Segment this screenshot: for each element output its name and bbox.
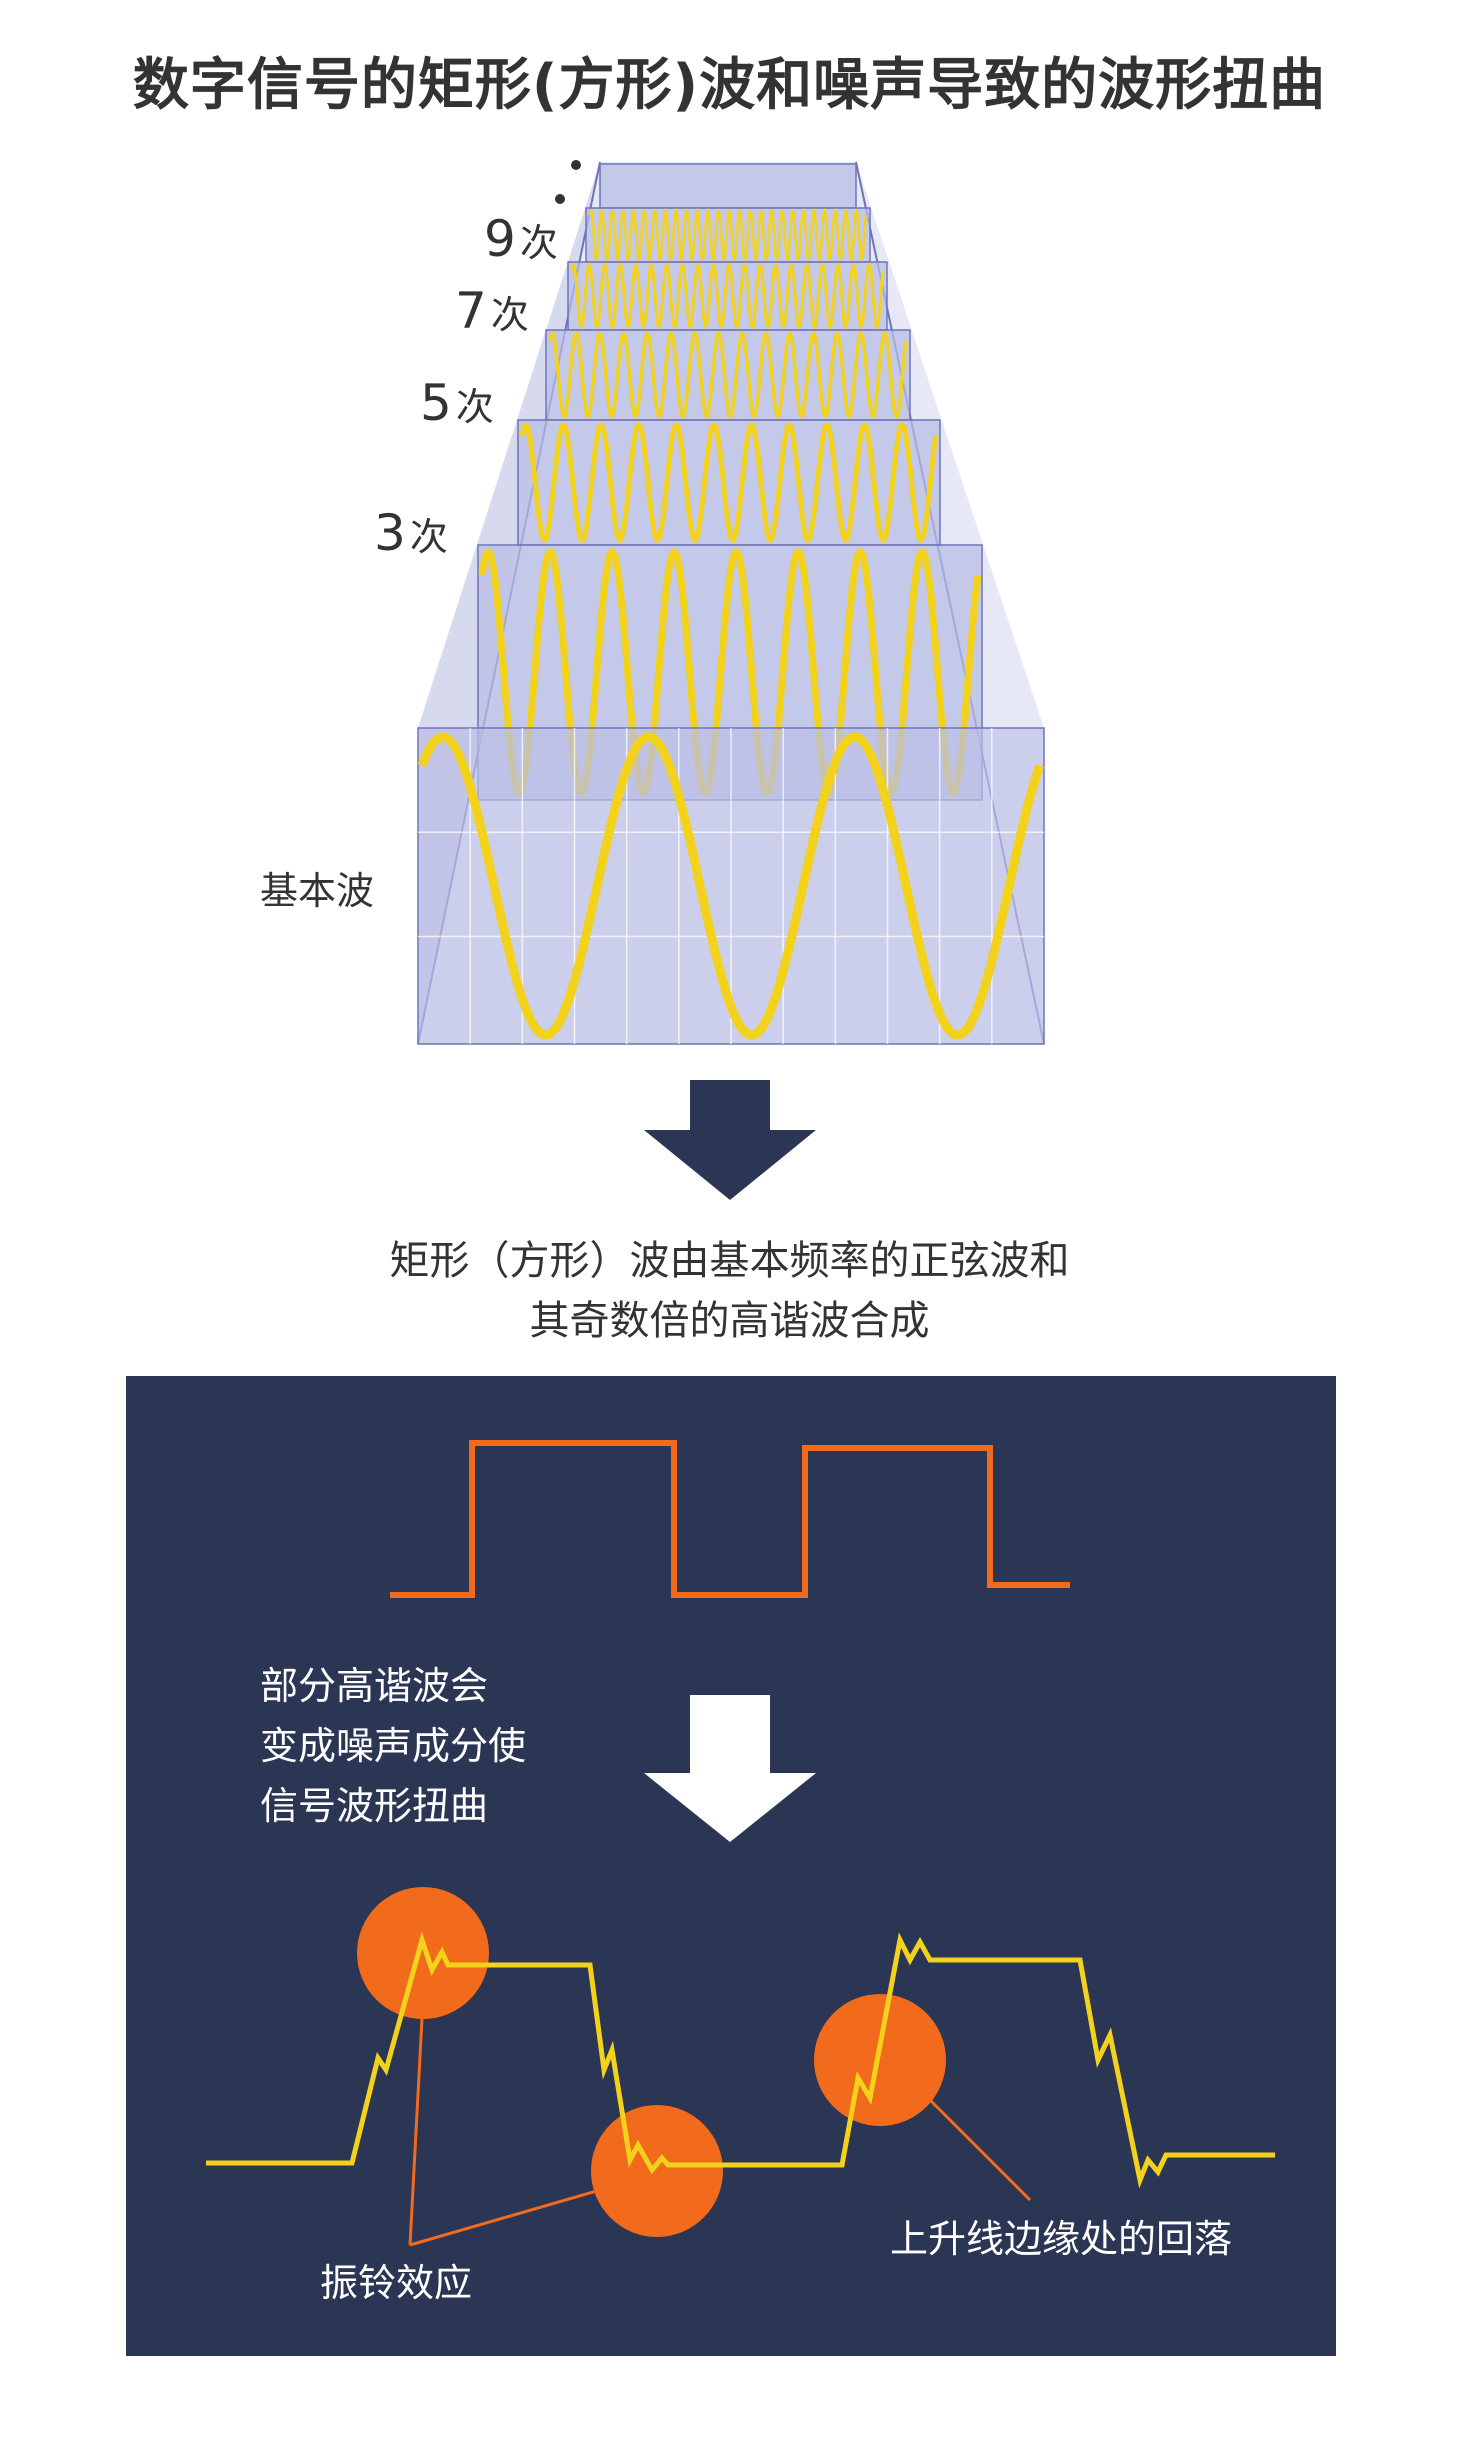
layer-fundamental-sine-wave — [417, 732, 1045, 1040]
harmonic-layers — [417, 163, 1045, 1045]
ringing-leader-1 — [408, 1999, 425, 2246]
arrow-down-dark-icon — [644, 1080, 816, 1200]
ringing-leader-2 — [409, 2188, 601, 2247]
ideal-square-wave — [390, 1440, 1070, 1598]
overshoot-leader — [928, 2098, 1032, 2202]
layer-top-panel — [599, 163, 857, 209]
ellipsis-dot-1 — [571, 160, 581, 170]
panel-text-line-3: 信号波形扭曲 — [260, 1784, 489, 1828]
panel-explanation: 部分高谐波会 变成噪声成分使 信号波形扭曲 — [260, 1656, 526, 1836]
fundamental-label: 基本波 — [260, 869, 375, 913]
overshoot-label: 上升线边缘处的回落 — [890, 2217, 1233, 2261]
layer-harmonic-5-sine-wave — [548, 331, 908, 419]
arrow-down-white-icon — [644, 1695, 816, 1842]
layer-harmonic-7 — [567, 261, 888, 331]
ringing-highlight-top — [357, 1887, 489, 2019]
page-title: 数字信号的矩形(方形)波和噪声导致的波形扭曲 — [132, 53, 1327, 118]
ringing-highlight-bottom — [591, 2105, 723, 2237]
caption-line-1: 矩形（方形）波由基本频率的正弦波和 — [389, 1238, 1070, 1284]
panel-text-line-2: 变成噪声成分使 — [260, 1724, 527, 1768]
layer-fundamental — [417, 727, 1045, 1045]
layer-harmonic-5 — [545, 329, 911, 421]
panel-text-line-1: 部分高谐波会 — [260, 1664, 489, 1708]
noise-panel — [126, 1376, 1336, 2356]
ringing-label: 振铃效应 — [320, 2261, 473, 2305]
layer-top — [599, 163, 857, 209]
caption-line-2: 其奇数倍的高谐波合成 — [529, 1298, 930, 1344]
layer-harmonic-3-sine-wave — [519, 422, 939, 543]
layer-harmonic-7-sine-wave — [570, 262, 885, 330]
overshoot-highlight — [814, 1994, 946, 2126]
ellipsis-dot-2 — [555, 194, 565, 204]
layer-harmonic-3 — [517, 419, 941, 546]
distorted-wave — [206, 1931, 1275, 2189]
layer-harmonic-9 — [585, 207, 871, 263]
layer-harmonic-9-sine-wave — [588, 207, 868, 263]
